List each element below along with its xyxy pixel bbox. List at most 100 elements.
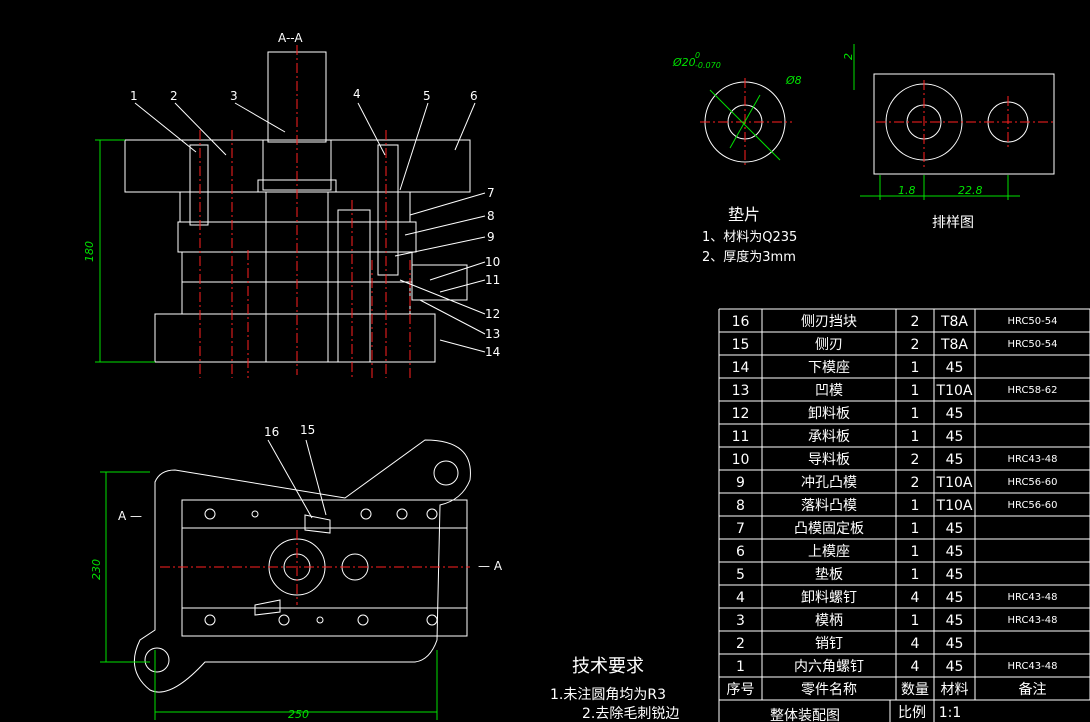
section-mark-right: — A [478, 559, 503, 573]
bom-footer-title: 整体装配图 [770, 708, 840, 722]
bom-row-9-name: 冲孔凸模 [801, 475, 857, 491]
callout-13: 13 [485, 327, 500, 341]
plan-height-dim: 230 [90, 559, 103, 580]
backing-plate [179, 191, 411, 223]
bom-row-1-mat: 45 [946, 659, 964, 675]
bom-row-8-qty: 1 [911, 498, 920, 514]
bom-row-11-name: 承料板 [808, 429, 850, 445]
bom-row-11-mat: 45 [946, 429, 964, 445]
callout-2: 2 [170, 89, 178, 103]
section-callouts: 1 2 3 4 5 6 7 8 9 10 11 12 13 14 [130, 87, 500, 359]
bom-row-6-name: 上模座 [808, 544, 850, 560]
layout-dim-left: 1.8 [898, 184, 916, 197]
section-height-dim: 180 [83, 241, 96, 262]
shim-inner-dim: Ø8 [785, 74, 802, 87]
bom-row-8-note: HRC56-60 [1007, 500, 1057, 511]
bom-row-16-mat: T8A [940, 314, 968, 330]
bom-header-no: 序号 [727, 682, 755, 698]
bom-row-13-note: HRC58-62 [1007, 385, 1057, 396]
bom-row-15-name: 侧刃 [815, 337, 843, 353]
bom-row-1-name: 内六角螺钉 [794, 659, 864, 675]
callout-15: 15 [300, 423, 315, 437]
bom-row-12-no: 12 [732, 406, 750, 422]
bom-row-16-note: HRC50-54 [1007, 316, 1057, 327]
bom-row-6-no: 6 [736, 544, 745, 560]
bom-row-7-mat: 45 [946, 521, 964, 537]
callout-1: 1 [130, 89, 138, 103]
bom-row-6-mat: 45 [946, 544, 964, 560]
callout-12: 12 [485, 307, 500, 321]
bom-row-4-mat: 45 [946, 590, 964, 606]
bom-header-name: 零件名称 [801, 682, 857, 698]
bom-row-8-mat: T10A [936, 498, 973, 514]
bom-row-5-qty: 1 [911, 567, 920, 583]
bom-row-10-mat: 45 [946, 452, 964, 468]
shim-title: 垫片 [728, 205, 760, 224]
bom-row-14-qty: 1 [911, 360, 920, 376]
bom-row-3-name: 模柄 [815, 613, 843, 629]
layout-title: 排样图 [932, 215, 974, 231]
callout-14: 14 [485, 345, 500, 359]
lower-die-base [154, 313, 436, 363]
callout-10: 10 [485, 255, 500, 269]
bom-row-16-no: 16 [732, 314, 750, 330]
bom-row-9-note: HRC56-60 [1007, 477, 1057, 488]
callout-16: 16 [264, 425, 279, 439]
bom-row-14-mat: 45 [946, 360, 964, 376]
bom-row-13-qty: 1 [911, 383, 920, 399]
bom-row-8-no: 8 [736, 498, 745, 514]
callout-4: 4 [353, 87, 361, 101]
plan-view: A — — A 16 15 230 250 [90, 423, 503, 721]
bom-row-10-qty: 2 [911, 452, 920, 468]
callout-5: 5 [423, 89, 431, 103]
bom-row-12-name: 卸料板 [808, 406, 850, 422]
shim-note-1: 1、材料为Q235 [702, 230, 797, 245]
shim-detail: Ø20 0 -0.070 Ø8 垫片 1、材料为Q235 2、厚度为3mm [672, 51, 802, 265]
bom-row-1-note: HRC43-48 [1007, 661, 1057, 672]
tech-item-2: 2.去除毛刺锐边 [582, 706, 679, 722]
bom-row-9-qty: 2 [911, 475, 920, 491]
bom-row-7-no: 7 [736, 521, 745, 537]
bom-row-15-note: HRC50-54 [1007, 339, 1057, 350]
tech-title: 技术要求 [572, 656, 644, 677]
bom-header-note: 备注 [1019, 681, 1047, 698]
bom-row-10-note: HRC43-48 [1007, 454, 1057, 465]
bom-row-13-mat: T10A [936, 383, 973, 399]
bom-row-3-no: 3 [736, 613, 745, 629]
bom-row-7-qty: 1 [911, 521, 920, 537]
bom-row-3-qty: 1 [911, 613, 920, 629]
bom-row-5-no: 5 [736, 567, 745, 583]
bom-footer-scale-value: 1:1 [939, 705, 962, 721]
bom-row-14-no: 14 [732, 360, 750, 376]
bom-row-15-mat: T8A [940, 337, 968, 353]
bom-row-4-name: 卸料螺钉 [801, 590, 857, 606]
bom-row-11-qty: 1 [911, 429, 920, 445]
bom-row-16-name: 侧刃挡块 [801, 314, 857, 330]
callout-9: 9 [487, 230, 495, 244]
shim-note-2: 2、厚度为3mm [702, 249, 796, 265]
bom-row-7-name: 凸模固定板 [794, 521, 864, 537]
layout-dim-pitch: 22.8 [958, 184, 983, 197]
section-view: A--A 180 [83, 31, 471, 378]
bom-row-15-no: 15 [732, 337, 750, 353]
callout-7: 7 [487, 186, 495, 200]
callout-8: 8 [487, 209, 495, 223]
bom-row-8-name: 落料凸模 [801, 498, 857, 514]
bom-row-14-name: 下模座 [808, 360, 850, 376]
bom-row-13-no: 13 [732, 383, 750, 399]
bom-row-3-mat: 45 [946, 613, 964, 629]
bom-row-3-note: HRC43-48 [1007, 615, 1057, 626]
die-block [181, 281, 411, 315]
shim-tol-upper: 0 [695, 51, 700, 60]
bom-row-4-note: HRC43-48 [1007, 592, 1057, 603]
lower-die-outline [133, 439, 471, 693]
bom-row-15-qty: 2 [911, 337, 920, 353]
callout-6: 6 [470, 89, 478, 103]
bom-row-11-no: 11 [732, 429, 750, 445]
bom-row-4-qty: 4 [911, 590, 920, 606]
bom-row-2-qty: 4 [911, 636, 920, 652]
bom-row-16-qty: 2 [911, 314, 920, 330]
plan-width-dim: 250 [288, 708, 309, 721]
